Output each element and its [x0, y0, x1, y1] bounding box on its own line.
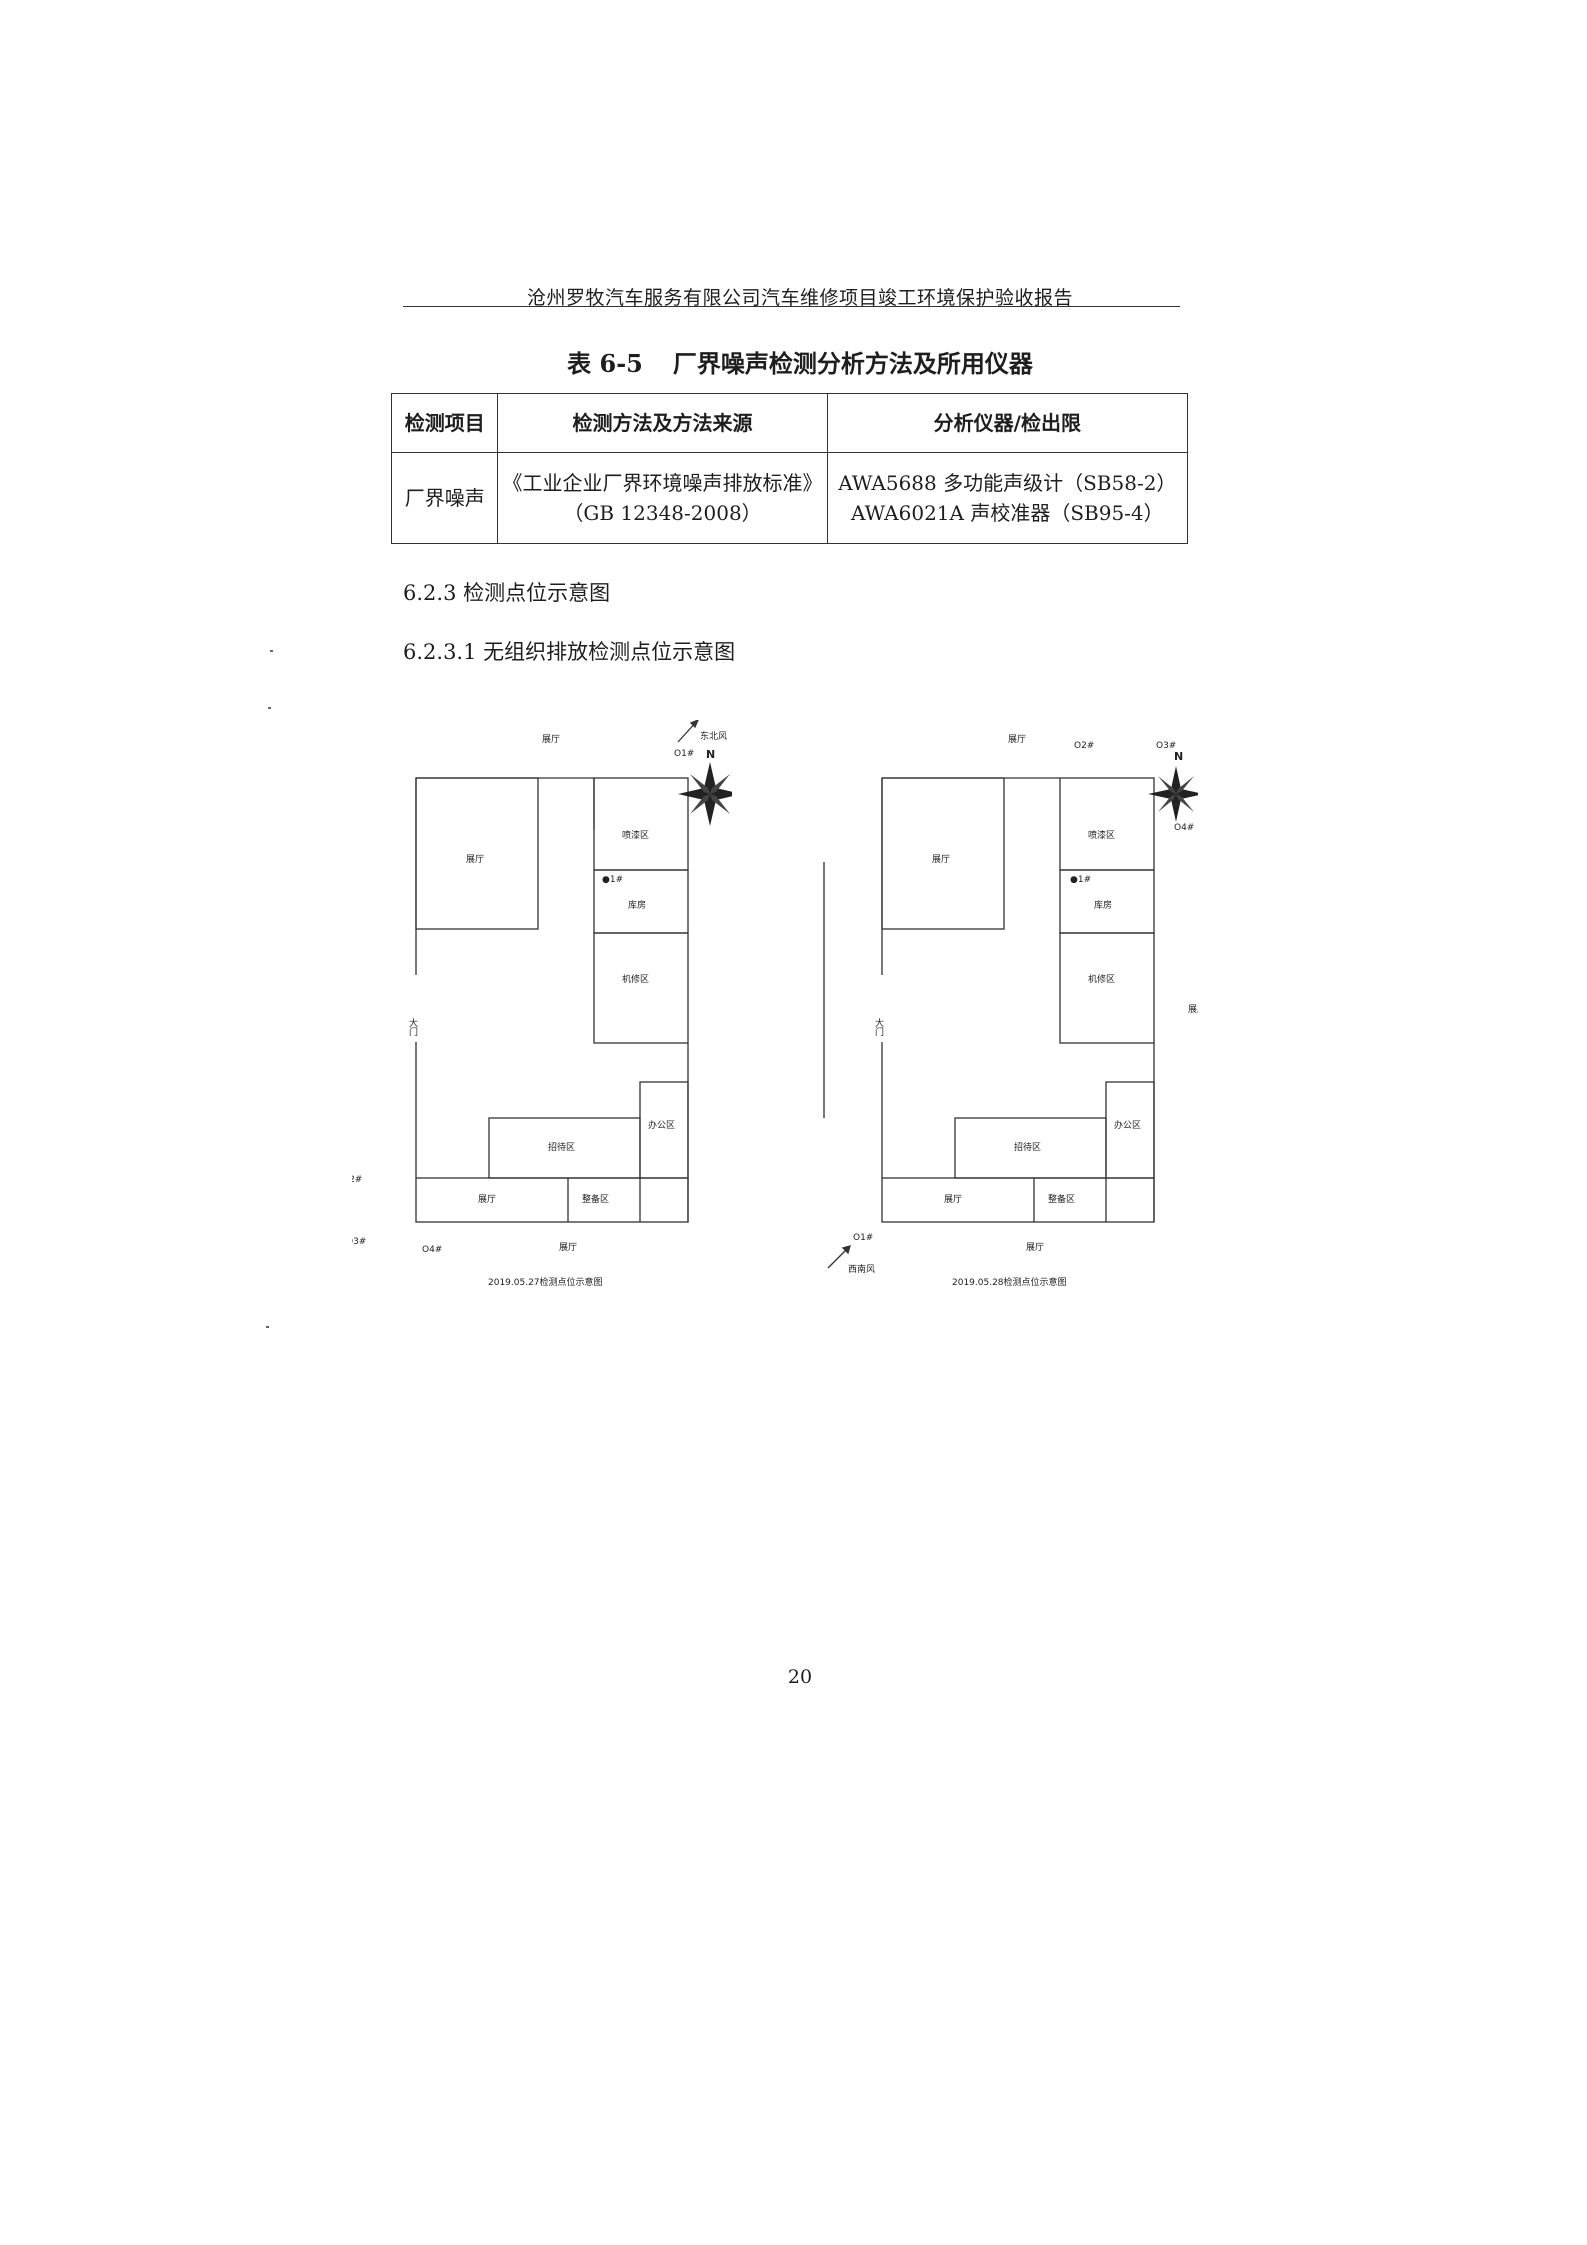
table-caption-text: 厂界噪声检测分析方法及所用仪器: [672, 349, 1033, 378]
compass-rose-icon: [1148, 766, 1204, 822]
room-office: 办公区: [1114, 1119, 1141, 1131]
wind-label: 西南风: [848, 1263, 875, 1275]
table-caption-number: 表 6-5: [567, 349, 643, 378]
room-reception: 招待区: [548, 1141, 575, 1153]
point-1-inner: ●1#: [602, 875, 623, 885]
scan-speck: [270, 650, 273, 652]
method-line-1: 《工业企业厂界环境噪声排放标准》: [502, 471, 823, 495]
wind-label: 东北风: [700, 730, 727, 742]
room-office: 办公区: [648, 1119, 675, 1131]
room-prep: 整备区: [582, 1193, 609, 1205]
document-header: 沧州罗牧汽车服务有限公司汽车维修项目竣工环境保护验收报告: [526, 287, 1073, 309]
compass-rose-icon: [678, 762, 742, 826]
gate-label: 大门: [407, 1017, 418, 1037]
point-3: O3#: [1156, 741, 1176, 751]
point-3: O3#: [352, 1237, 366, 1247]
point-1-upwind: O1#: [853, 1233, 873, 1243]
room-hall: 展厅: [466, 854, 484, 865]
method-line-2: （GB 12348-2008）: [563, 501, 762, 525]
point-4: O4#: [422, 1245, 442, 1255]
header-cell-item: 检测项目: [390, 393, 499, 453]
label-bottom: 展厅: [559, 1242, 577, 1253]
label-bottom: 展厅: [1026, 1242, 1044, 1253]
room-paint: 喷漆区: [1088, 829, 1115, 841]
header-cell-method: 检测方法及方法来源: [497, 393, 828, 453]
cell-instrument: AWA5688 多功能声级计（SB58-2） AWA6021A 声校准器（SB9…: [826, 452, 1189, 544]
diagram-right: 西南风 N 展厅 展厅 展厅 路 大门 展厅 喷漆区 库房 机修区 办公区 招待…: [798, 720, 1206, 1304]
diagram-caption: 2019.05.28检测点位示意图: [952, 1276, 1067, 1288]
room-showroom: 展厅: [478, 1194, 496, 1205]
label-top: 展厅: [1008, 734, 1026, 745]
scan-speck: [266, 1326, 269, 1328]
point-1-inner: ●1#: [1070, 875, 1091, 885]
table-caption: 表 6-5 厂界噪声检测分析方法及所用仪器: [400, 344, 1200, 379]
label-top: 展厅: [542, 734, 560, 745]
table-header-row: 检测项目 检测方法及方法来源 分析仪器/检出限: [390, 393, 1189, 453]
page-number: 20: [787, 1666, 813, 1688]
point-1-upwind: O1#: [674, 749, 694, 759]
room-warehouse: 库房: [1094, 899, 1112, 911]
scan-speck: [268, 707, 271, 709]
cell-method: 《工业企业厂界环境噪声排放标准》 （GB 12348-2008）: [497, 452, 828, 544]
diagram-left: 东北风 N 展厅 展厅 路 大门 展厅 喷漆区 库房 机修区 办公区 招待区 展…: [312, 718, 742, 1304]
point-2: O2#: [1074, 741, 1094, 751]
section-heading-6-2-3: 6.2.3 检测点位示意图: [403, 581, 611, 605]
header-cell-instrument: 分析仪器/检出限: [826, 393, 1189, 453]
point-2: O2#: [352, 1175, 362, 1185]
room-repair: 机修区: [1088, 973, 1115, 985]
room-repair: 机修区: [622, 973, 649, 985]
room-warehouse: 库房: [628, 899, 646, 911]
cell-item: 厂界噪声: [390, 452, 499, 544]
instrument-line-2: AWA6021A 声校准器（SB95-4）: [850, 501, 1164, 525]
north-label: N: [706, 748, 715, 761]
table-row: 厂界噪声 《工业企业厂界环境噪声排放标准》 （GB 12348-2008） AW…: [390, 452, 1189, 544]
north-label: N: [1174, 750, 1183, 763]
room-prep: 整备区: [1048, 1193, 1075, 1205]
diagram-caption: 2019.05.27检测点位示意图: [488, 1276, 603, 1288]
header-rule: [403, 306, 1180, 307]
section-heading-6-2-3-1: 6.2.3.1 无组织排放检测点位示意图: [403, 640, 736, 664]
label-right: 展厅: [1188, 1004, 1198, 1015]
instrument-line-1: AWA5688 多功能声级计（SB58-2）: [838, 471, 1177, 495]
room-reception: 招待区: [1014, 1141, 1041, 1153]
methods-table: 检测项目 检测方法及方法来源 分析仪器/检出限 厂界噪声 《工业企业厂界环境噪声…: [390, 393, 1189, 544]
room-showroom: 展厅: [944, 1194, 962, 1205]
room-hall: 展厅: [932, 854, 950, 865]
gate-label: 大门: [873, 1017, 884, 1037]
point-4: O4#: [1174, 823, 1194, 833]
room-paint: 喷漆区: [622, 829, 649, 841]
